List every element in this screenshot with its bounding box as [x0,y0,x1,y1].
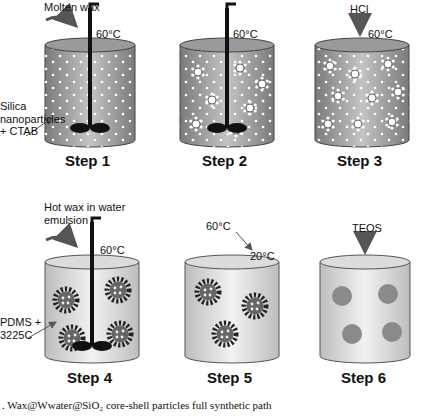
beaker [320,255,410,363]
text-label: Hot wax in water emulsion [44,201,154,226]
cooling-arrow [236,232,252,250]
reagent-label: HCl [350,3,368,16]
text-label: Molten wax [44,1,100,14]
temperature-label: 20°C [250,250,275,263]
step-label: Step 2 [202,152,247,169]
temperature-label: 60°C [233,28,258,41]
text-label: PDMS + 3225C [0,316,46,341]
add-arrow [364,236,367,252]
text-label: Silica nanoparticles + CTAB [0,100,50,138]
temperature-label: 60°C [96,28,121,41]
beaker [185,255,279,363]
stirrer [70,4,247,133]
temperature-label: 60°C [206,220,231,233]
step-label: Step 4 [67,369,112,386]
reagent-label: TEOS [352,222,382,235]
beaker [315,38,409,147]
add-arrow [359,18,362,34]
stirrer [72,218,112,351]
pour-arrow [46,237,76,246]
step-label: Step 6 [341,369,386,386]
temperature-label: 60°C [368,28,393,41]
step-label: Step 3 [337,152,382,169]
pour-arrow [46,17,76,26]
figure-caption: . Wax@Wwater@SiO₂ core-shell particles f… [2,399,272,412]
temperature-label: 60°C [100,244,125,257]
step-label: Step 1 [65,152,110,169]
step-label: Step 5 [207,369,252,386]
